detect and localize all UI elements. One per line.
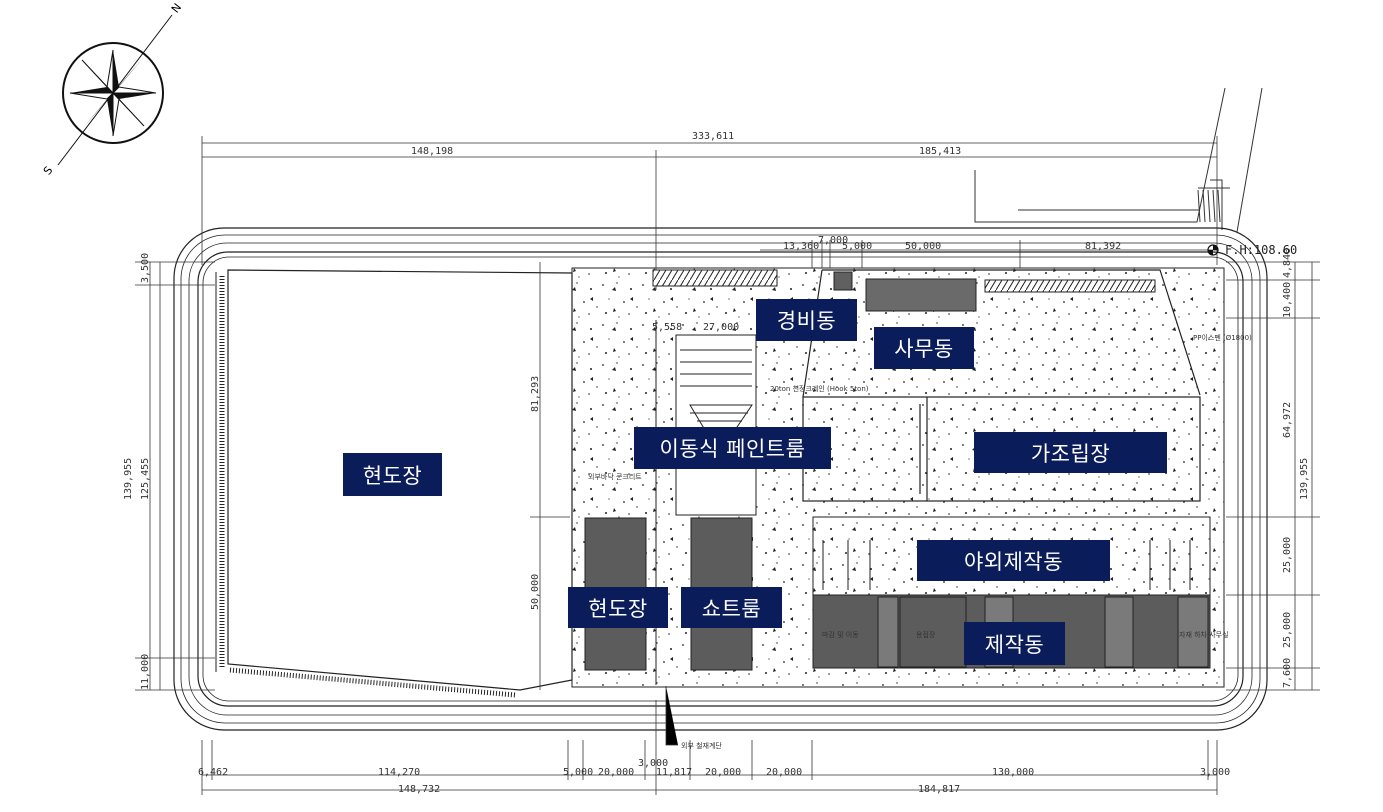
dim-inner-1: 5,558: [652, 322, 682, 333]
note-concrete: 외부바닥 콘크리트: [588, 472, 642, 481]
dim-bot-3: 5,000: [563, 767, 593, 778]
dim-right-5: 25,000: [1282, 612, 1293, 648]
dim-right-total: 139,955: [1299, 458, 1310, 500]
dimension-bottom: [201, 686, 1218, 795]
dim-left-total: 139,955: [123, 458, 134, 500]
dim-top-d: 50,000: [905, 241, 941, 252]
dim-bot-9: 130,000: [992, 767, 1034, 778]
dim-bot-total-r: 184,817: [918, 784, 960, 795]
site-boundary: [173, 227, 1268, 731]
dimension-left: [135, 261, 570, 691]
dim-bot-8: 20,000: [766, 767, 802, 778]
dim-bot-1: 6,462: [198, 767, 228, 778]
label-gyeongbi: 경비동: [756, 299, 857, 341]
bay-label-3: 용접장: [916, 630, 936, 639]
dim-bot-10: 3,000: [1200, 767, 1230, 778]
dim-mid-2: 50,000: [530, 574, 541, 610]
dim-inner-2: 27,000: [703, 322, 739, 333]
dimension-top: [201, 136, 1218, 290]
guard-structure: [833, 271, 853, 291]
label-samu: 사무동: [874, 327, 974, 369]
elevation-marker: [1207, 244, 1219, 256]
dim-top-right: 185,413: [919, 146, 961, 157]
elevation-label: F.H:108.60: [1225, 243, 1298, 257]
compass-north: N: [169, 1, 184, 15]
dim-left-1: 3,500: [140, 253, 151, 283]
compass-rose: N S: [41, 1, 184, 177]
label-jejak: 제작동: [964, 622, 1065, 665]
dim-bot-5: 3,000: [638, 758, 668, 769]
dim-top-e: 81,392: [1085, 241, 1121, 252]
dim-right-2: 10,400: [1282, 282, 1293, 318]
top-wall-hatch: [652, 269, 778, 287]
dim-bot-4: 20,000: [598, 767, 634, 778]
dim-right-3: 64,972: [1282, 402, 1293, 438]
dim-bot-2: 114,270: [378, 767, 420, 778]
compass-south: S: [41, 164, 56, 178]
dimension-right: [1226, 261, 1320, 691]
dim-right-4: 25,000: [1282, 537, 1293, 573]
office-structure: [865, 278, 977, 312]
dim-top-left: 148,198: [411, 146, 453, 157]
dim-left-2: 125,455: [140, 458, 151, 500]
label-short-room: 쇼트룸: [681, 587, 782, 628]
dim-top-total: 333,611: [692, 131, 734, 142]
dim-top-b: 7,000: [818, 235, 848, 246]
label-hyundo-main: 현도장: [343, 453, 442, 496]
note-crane: 20ton 천정크레인 (Hook 5ton): [770, 384, 869, 393]
paint-room-frame: [655, 320, 757, 685]
access-stairs: [1197, 189, 1221, 223]
dim-bot-7: 20,000: [705, 767, 741, 778]
dim-top-c: 5,000: [842, 241, 872, 252]
dim-top-a: 13,360: [783, 241, 819, 252]
dim-right-6: 7,600: [1282, 658, 1293, 688]
label-paint-room: 이동식 페인트룸: [634, 427, 831, 469]
note-pipe: PP이스펜 (Ø1800): [1193, 333, 1252, 342]
label-yaoe: 야외제작동: [917, 540, 1110, 581]
dim-left-3: 11,000: [140, 654, 151, 690]
access-road: [974, 87, 1263, 233]
bay-label-6: 자재 하차 사무실: [1179, 630, 1229, 639]
dim-right-1: 4,840: [1282, 248, 1293, 278]
dim-mid-1: 81,293: [530, 376, 541, 412]
bay-label-1: 마감 및 이동: [822, 630, 859, 639]
note-stairs: 외부 철재계단: [681, 741, 722, 750]
right-wall-hatch: [984, 279, 1156, 293]
dim-bot-6: 11,817: [656, 767, 692, 778]
dim-bot-total-l: 148,732: [398, 784, 440, 795]
label-hyundo-small: 현도장: [568, 587, 668, 628]
label-gajorip: 가조립장: [974, 432, 1167, 473]
